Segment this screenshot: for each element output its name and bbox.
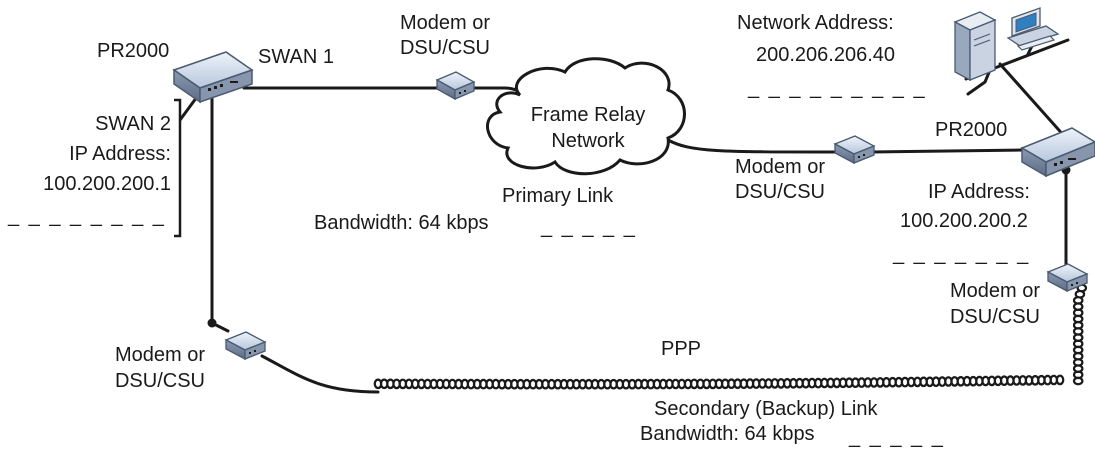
swan1-label: SWAN 1 (258, 46, 334, 68)
router-right-ip-value: 100.200.200.2 (900, 210, 1028, 232)
modem-left-line1: Modem or (114, 344, 206, 366)
modem-right-line1: Modem or (949, 280, 1041, 302)
swan2-ip-value: 100.200.200.1 (43, 173, 171, 195)
secondary-link-title: Secondary (Backup) Link (654, 398, 878, 420)
secondary-blank: _ _ _ _ _ (849, 426, 945, 448)
ppp-label: PPP (661, 338, 702, 360)
modem-mid-line2: DSU/CSU (734, 181, 825, 203)
router-right-ip-label: IP Address: (928, 181, 1030, 203)
swan2-bracket (174, 98, 182, 238)
workstation-icon (1006, 7, 1060, 51)
primary-link-title: Primary Link (502, 185, 614, 207)
modem-right-line2: DSU/CSU (949, 306, 1040, 328)
network-address-value: 200.206.206.40 (756, 44, 896, 66)
network-address-label: Network Address: (737, 12, 894, 34)
swan2-ip-label: IP Address: (69, 143, 171, 165)
router-right-name: PR2000 (935, 119, 1008, 141)
router-left-icon (172, 51, 254, 104)
modem-top-icon (435, 71, 476, 101)
left-modem-to-coil (260, 354, 380, 394)
swan2-blank: _ _ _ _ _ _ _ _ (8, 205, 166, 227)
router-right-blank: _ _ _ _ _ _ _ (893, 243, 1031, 265)
mid-modem-to-router (870, 148, 1024, 154)
modem-left-line2: DSU/CSU (114, 370, 205, 392)
primary-bandwidth: Bandwidth: 64 kbps (314, 212, 489, 234)
modem-mid-line1: Modem or (734, 156, 826, 178)
primary-blank: _ _ _ _ _ (541, 216, 637, 238)
ppp-coil-vertical (1072, 283, 1088, 386)
modem-left-icon (224, 331, 267, 361)
server-drop (966, 68, 992, 96)
network-bus (998, 62, 1068, 140)
router-right-icon (1020, 127, 1095, 178)
modem-right-icon (1046, 263, 1089, 293)
modem-mid-icon (833, 135, 876, 165)
cloud-to-mid-modem (666, 138, 837, 154)
router-left-name: PR2000 (97, 40, 170, 62)
cloud-line2: Network (551, 130, 625, 152)
ppp-coil-horizontal (373, 374, 1065, 390)
frame-relay-cloud (486, 57, 686, 176)
modem-top-line2: DSU/CSU (399, 37, 490, 59)
swan2-title: SWAN 2 (95, 113, 171, 135)
cloud-line1: Frame Relay (530, 104, 646, 126)
server-icon (953, 11, 997, 82)
left-junction-dot (207, 318, 217, 328)
secondary-bandwidth: Bandwidth: 64 kbps (640, 423, 815, 445)
network-address-blank: _ _ _ _ _ _ _ _ _ (748, 77, 927, 99)
modem-top-line1: Modem or (399, 12, 491, 34)
